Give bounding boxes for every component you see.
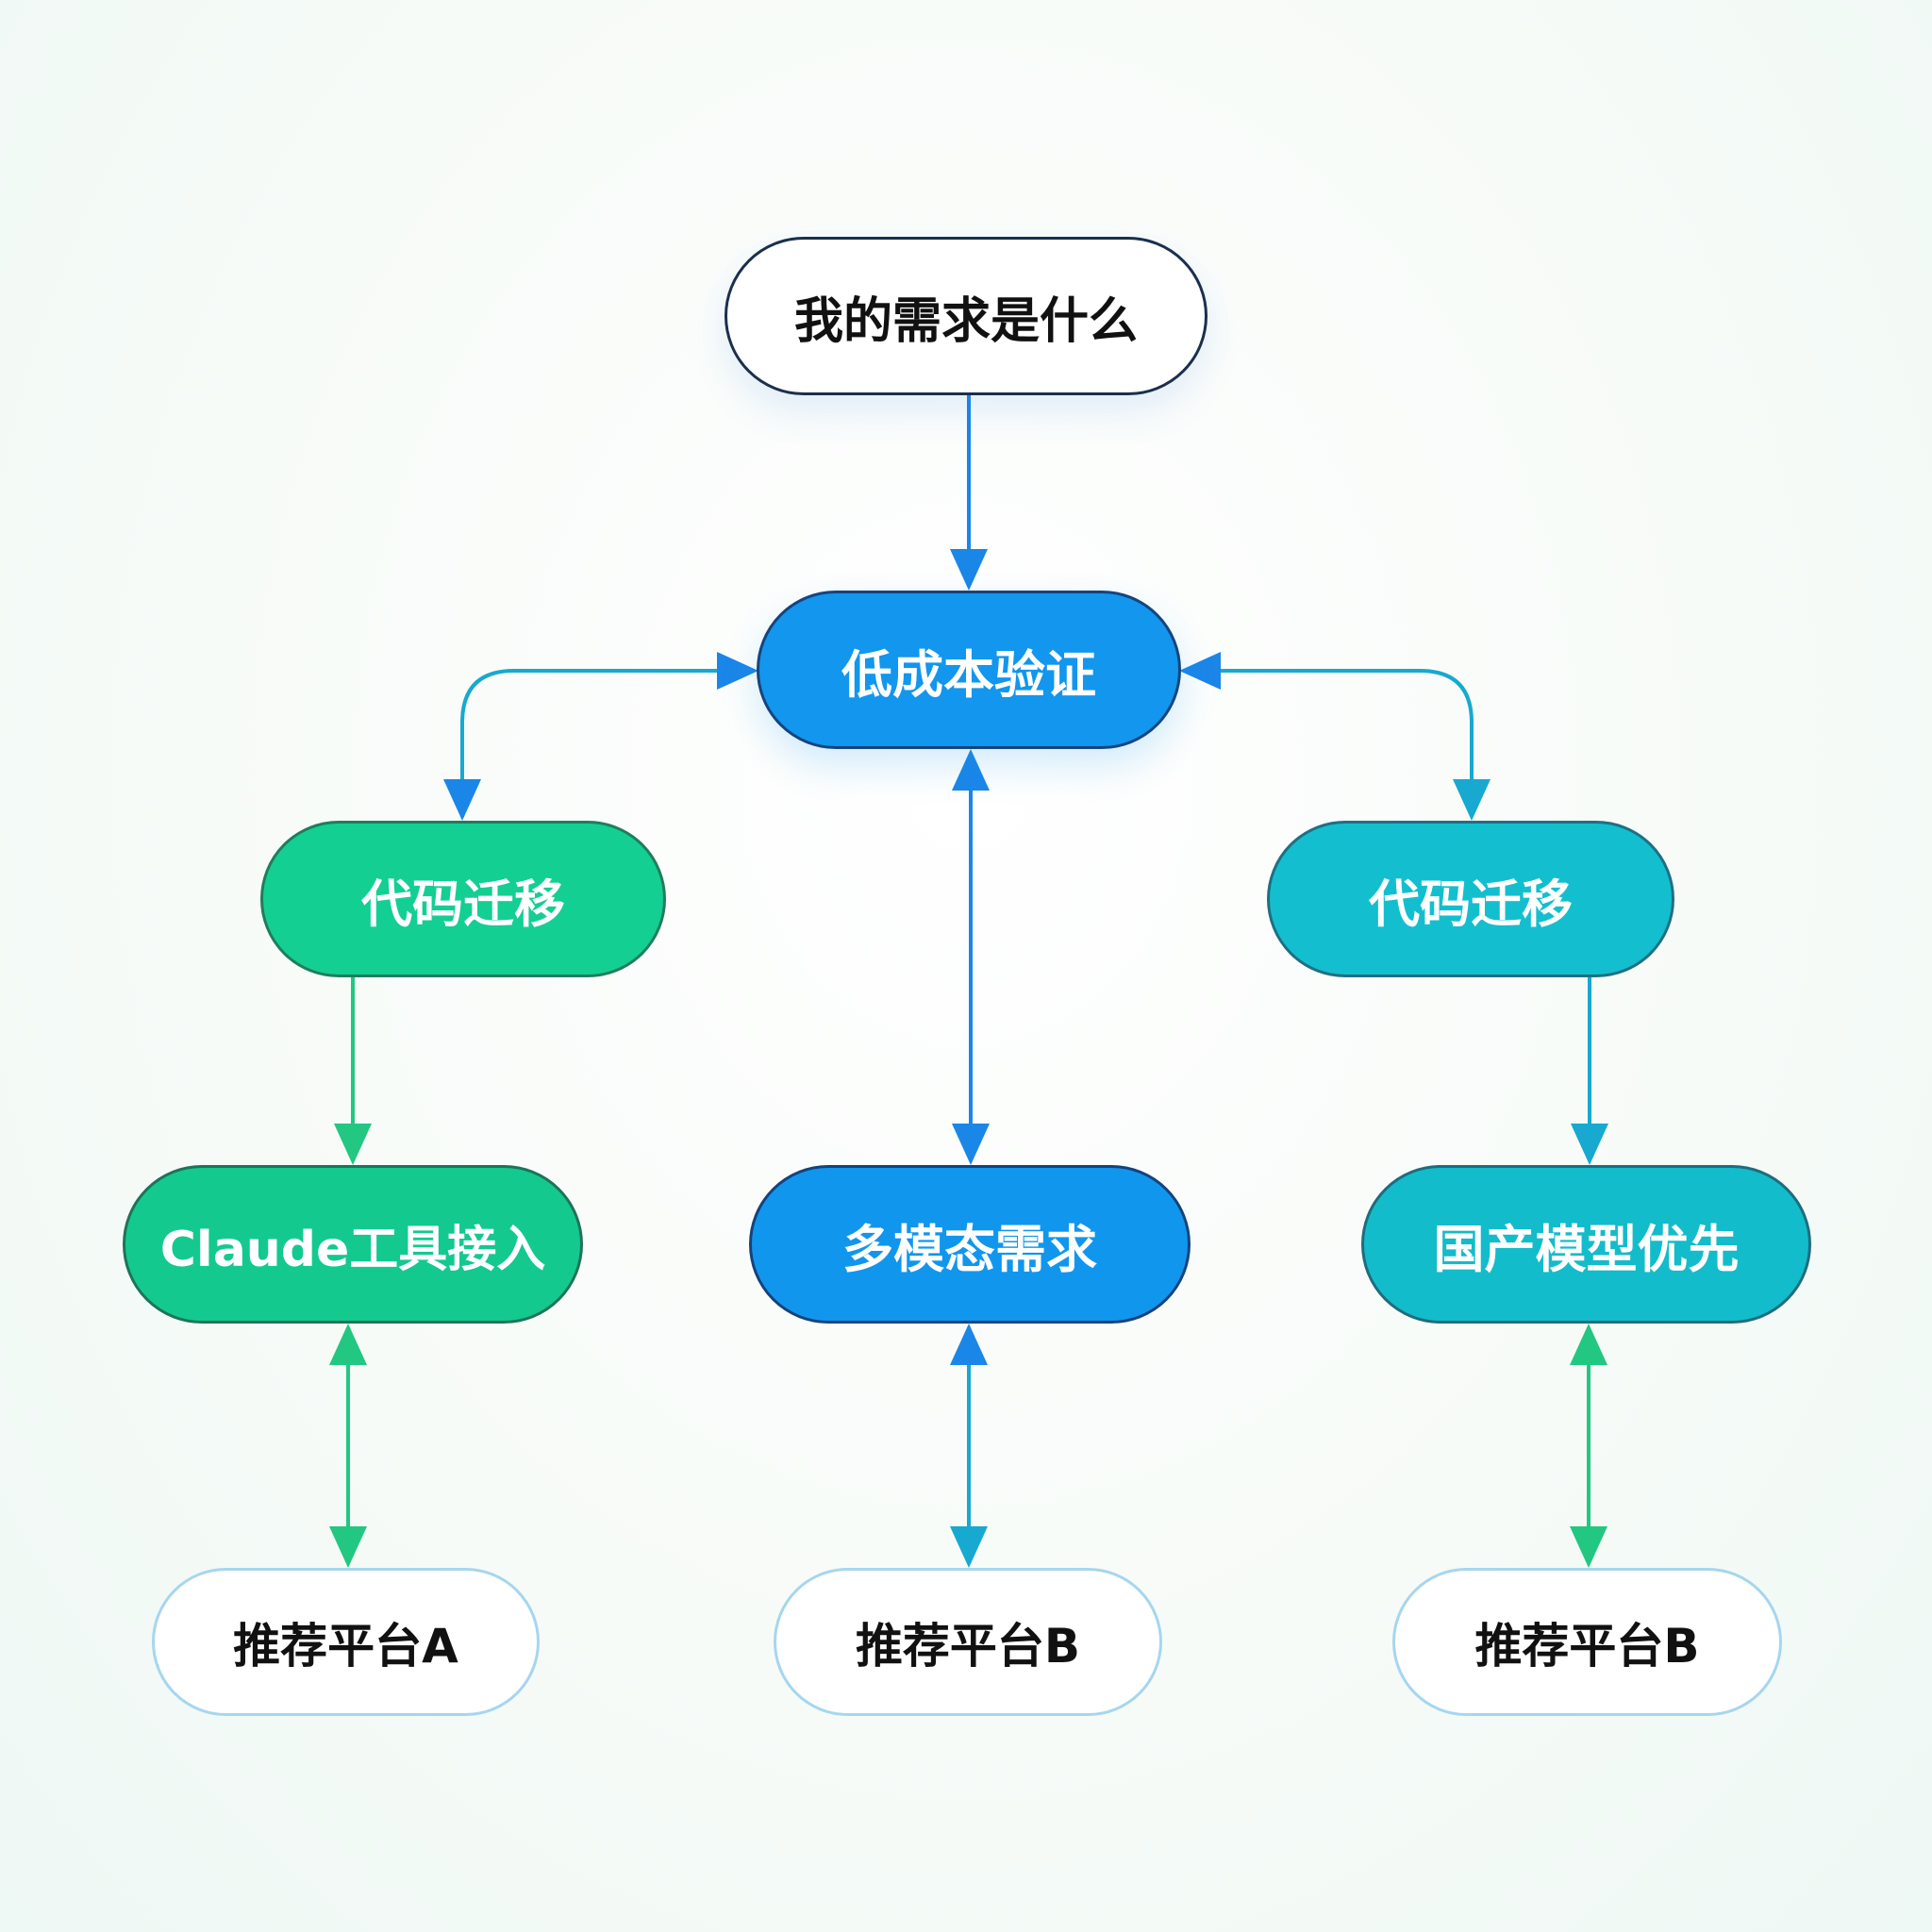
node-out-c: 推荐平台B (1392, 1568, 1782, 1716)
node-right-mid: 代码迁移 (1267, 821, 1674, 977)
node-left-low: Claude工具接入 (123, 1165, 583, 1324)
node-center: 低成本验证 (757, 591, 1181, 749)
node-out-b: 推荐平台B (774, 1568, 1162, 1716)
arrow-center-to-right-mid (1179, 652, 1491, 821)
node-start: 我的需求是什么 (724, 237, 1208, 395)
arrow-center-to-left-mid (443, 652, 758, 821)
node-left-mid: 代码迁移 (260, 821, 666, 977)
node-out-a: 推荐平台A (152, 1568, 540, 1716)
node-right-low: 国产模型优先 (1361, 1165, 1811, 1324)
node-mid-low: 多模态需求 (749, 1165, 1191, 1324)
